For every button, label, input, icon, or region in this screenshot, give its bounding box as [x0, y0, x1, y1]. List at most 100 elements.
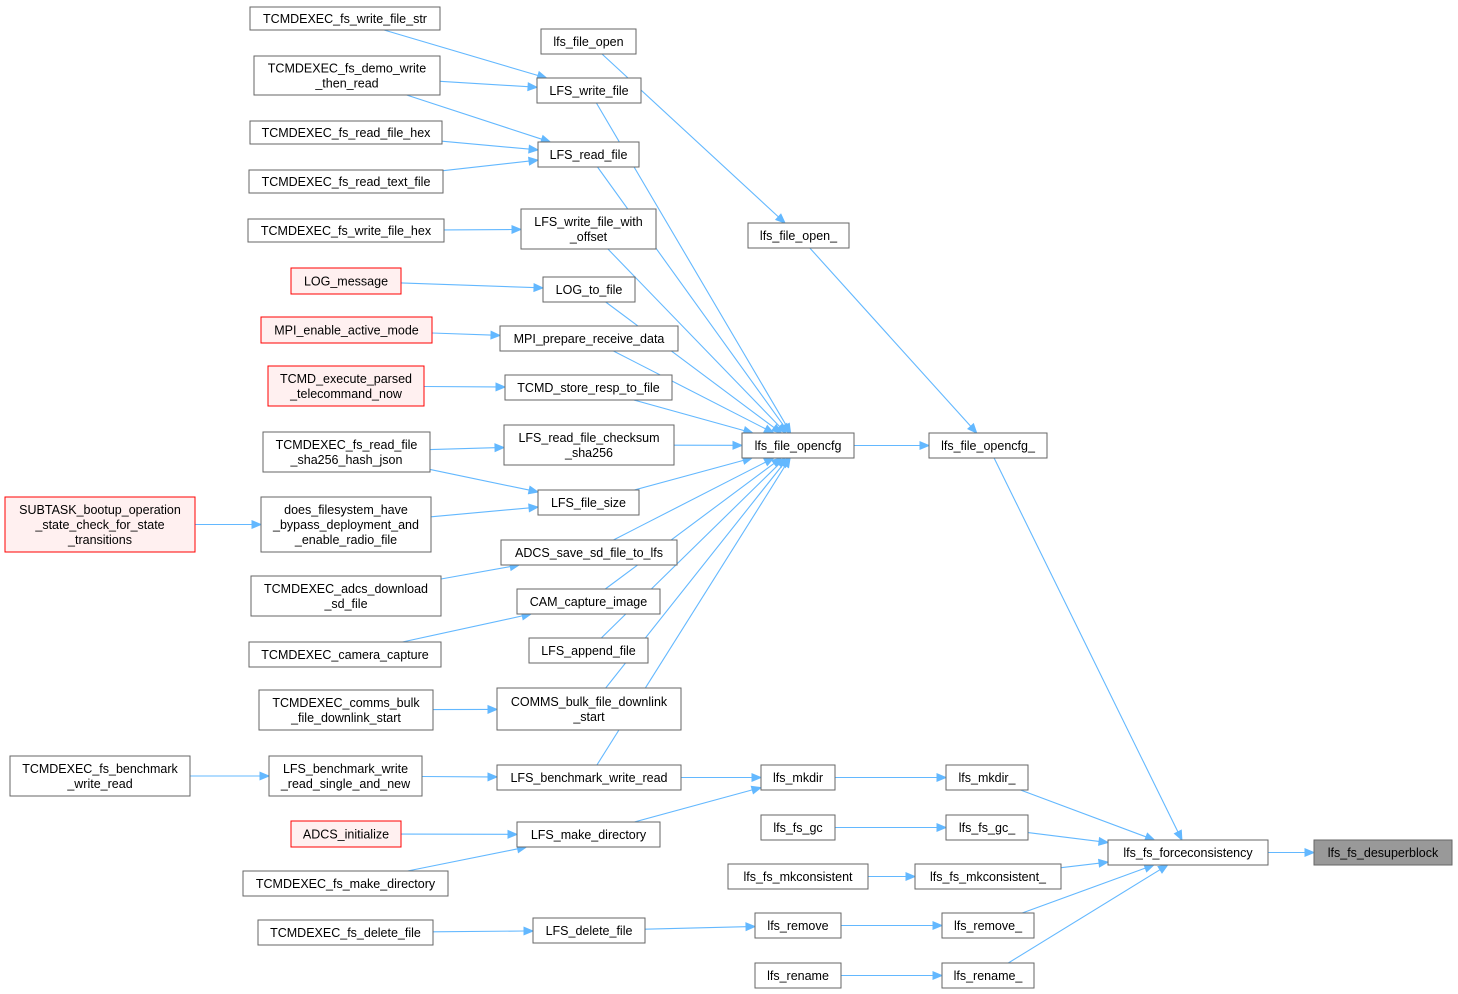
edge-n5-to-m4 [443, 224, 523, 235]
function-node-n5[interactable]: TCMDEXEC_fs_write_file_hex [247, 218, 445, 243]
node-label: _bypass_deployment_and [272, 518, 419, 532]
function-node-m4[interactable]: LFS_write_file_with_offset [520, 208, 657, 250]
function-node-n18[interactable]: TCMDEXEC_fs_make_directory [242, 870, 449, 897]
function-node-f2[interactable]: lfs_fs_desuperblock [1313, 839, 1453, 866]
function-node-n16[interactable]: LFS_benchmark_write_read_single_and_new [268, 755, 423, 797]
function-node-c1[interactable]: lfs_file_open_ [747, 222, 850, 249]
function-node-d9[interactable]: lfs_rename [754, 962, 842, 989]
edge-line [1027, 832, 1100, 842]
edge-n13-to-m11 [402, 611, 533, 643]
function-node-d3[interactable]: lfs_fs_gc [760, 814, 836, 841]
node-box [516, 821, 661, 848]
node-box [267, 365, 425, 407]
node-label: _then_read [314, 77, 378, 91]
edge-line [431, 332, 492, 336]
edge-c1-to-c3 [809, 247, 978, 434]
node-label: LFS_file_size [551, 496, 626, 510]
function-node-m9[interactable]: LFS_file_size [537, 489, 640, 516]
node-label: _transitions [67, 533, 132, 547]
edge-line [644, 926, 747, 930]
function-node-d1[interactable]: lfs_mkdir [760, 764, 836, 791]
function-node-c2[interactable]: lfs_file_opencfg [741, 432, 855, 459]
function-node-n12[interactable]: TCMDEXEC_adcs_download_sd_file [250, 575, 442, 617]
node-label: _write_read [66, 777, 132, 791]
function-node-d5[interactable]: lfs_fs_mkconsistent [727, 863, 869, 890]
function-node-m12[interactable]: LFS_append_file [528, 637, 649, 664]
node-label: TCMDEXEC_fs_write_file_str [263, 12, 427, 26]
node-box [290, 820, 402, 848]
node-label: LFS_read_file_checksum [518, 431, 659, 445]
function-node-n9[interactable]: TCMDEXEC_fs_read_file_sha256_hash_json [262, 431, 431, 473]
function-node-n1[interactable]: TCMDEXEC_fs_write_file_str [249, 6, 441, 31]
edge-f1-to-f2 [1268, 847, 1316, 858]
function-node-m1[interactable]: lfs_file_open [540, 28, 637, 55]
function-node-f1[interactable]: lfs_fs_forceconsistency [1107, 839, 1269, 866]
function-node-n19[interactable]: TCMDEXEC_fs_delete_file [257, 919, 434, 946]
edge-arrowhead [936, 822, 948, 833]
function-node-d4[interactable]: lfs_fs_gc_ [945, 814, 1029, 841]
node-label: ADCS_save_sd_file_to_lfs [515, 546, 663, 560]
function-node-n4[interactable]: TCMDEXEC_fs_read_text_file [248, 169, 444, 194]
function-node-c3[interactable]: lfs_file_opencfg_ [928, 432, 1048, 459]
function-node-n2[interactable]: TCMDEXEC_fs_demo_write_then_read [253, 55, 441, 96]
function-node-d2[interactable]: lfs_mkdir_ [945, 764, 1029, 791]
function-node-n10[interactable]: SUBTASK_bootup_operation_state_check_for… [4, 496, 196, 553]
edge-d10-to-f1 [1008, 864, 1169, 964]
node-box [260, 496, 432, 553]
edge-line [440, 566, 511, 580]
function-node-m15[interactable]: LFS_make_directory [516, 821, 661, 848]
node-label: lfs_fs_gc [773, 821, 822, 835]
function-node-n6[interactable]: LOG_message [290, 267, 402, 295]
node-box [1313, 839, 1453, 866]
edge-arrowhead [919, 440, 931, 451]
node-label: lfs_mkdir_ [959, 771, 1017, 785]
edge-line [383, 29, 539, 77]
node-box [248, 641, 442, 668]
function-node-d8[interactable]: lfs_remove_ [941, 912, 1035, 939]
function-node-m2[interactable]: LFS_write_file [536, 77, 642, 104]
function-node-n17[interactable]: ADCS_initialize [290, 820, 402, 848]
function-node-m5[interactable]: LOG_to_file [542, 276, 636, 303]
function-node-n14[interactable]: TCMDEXEC_comms_bulk_file_downlink_start [258, 689, 434, 731]
function-node-d10[interactable]: lfs_rename_ [941, 962, 1035, 989]
function-node-n11[interactable]: does_filesystem_have_bypass_deployment_a… [260, 496, 432, 553]
node-box [520, 208, 657, 250]
function-node-n8[interactable]: TCMD_execute_parsed_telecommand_now [267, 365, 425, 407]
node-label: LFS_read_file [550, 148, 628, 162]
function-node-m13[interactable]: COMMS_bulk_file_downlink_start [496, 687, 682, 731]
function-node-m6[interactable]: MPI_prepare_receive_data [499, 325, 679, 352]
node-label: _start [572, 710, 605, 724]
node-label: lfs_rename [767, 969, 829, 983]
function-node-m8[interactable]: LFS_read_file_checksum_sha256 [503, 424, 675, 466]
edge-arrowhead [259, 771, 271, 781]
function-node-m16[interactable]: LFS_delete_file [532, 917, 646, 944]
function-node-n15[interactable]: TCMDEXEC_fs_benchmark_write_read [9, 755, 191, 797]
edge-d1-to-d2 [835, 772, 948, 783]
node-box [754, 912, 842, 939]
function-node-n13[interactable]: TCMDEXEC_camera_capture [248, 641, 442, 668]
edge-n17-to-m15 [400, 829, 519, 839]
edge-m11-to-c2 [604, 457, 783, 590]
function-node-d7[interactable]: lfs_remove [754, 912, 842, 939]
function-node-m7[interactable]: TCMD_store_resp_to_file [504, 374, 673, 401]
edge-arrowhead [494, 443, 506, 453]
function-node-n3[interactable]: TCMDEXEC_fs_read_file_hex [249, 120, 443, 145]
function-node-m3[interactable]: LFS_read_file [537, 141, 640, 168]
edge-line [809, 247, 972, 427]
node-box [542, 276, 636, 303]
node-label: COMMS_bulk_file_downlink [511, 695, 668, 709]
node-label: ADCS_initialize [303, 828, 389, 842]
function-node-n7[interactable]: MPI_enable_active_mode [260, 316, 433, 344]
function-node-m10[interactable]: ADCS_save_sd_file_to_lfs [500, 539, 678, 566]
node-label: LFS_delete_file [546, 924, 633, 938]
function-node-m14[interactable]: LFS_benchmark_write_read [496, 764, 682, 791]
function-node-d6[interactable]: lfs_fs_mkconsistent_ [914, 863, 1062, 890]
node-box [536, 77, 642, 104]
edge-arrowhead [936, 772, 948, 783]
edge-n19-to-m16 [432, 926, 535, 936]
node-label: LOG_message [304, 275, 388, 289]
function-node-m11[interactable]: CAM_capture_image [516, 588, 661, 615]
node-box [945, 814, 1029, 841]
node-label: _sha256 [564, 446, 613, 460]
edge-line [605, 301, 775, 429]
